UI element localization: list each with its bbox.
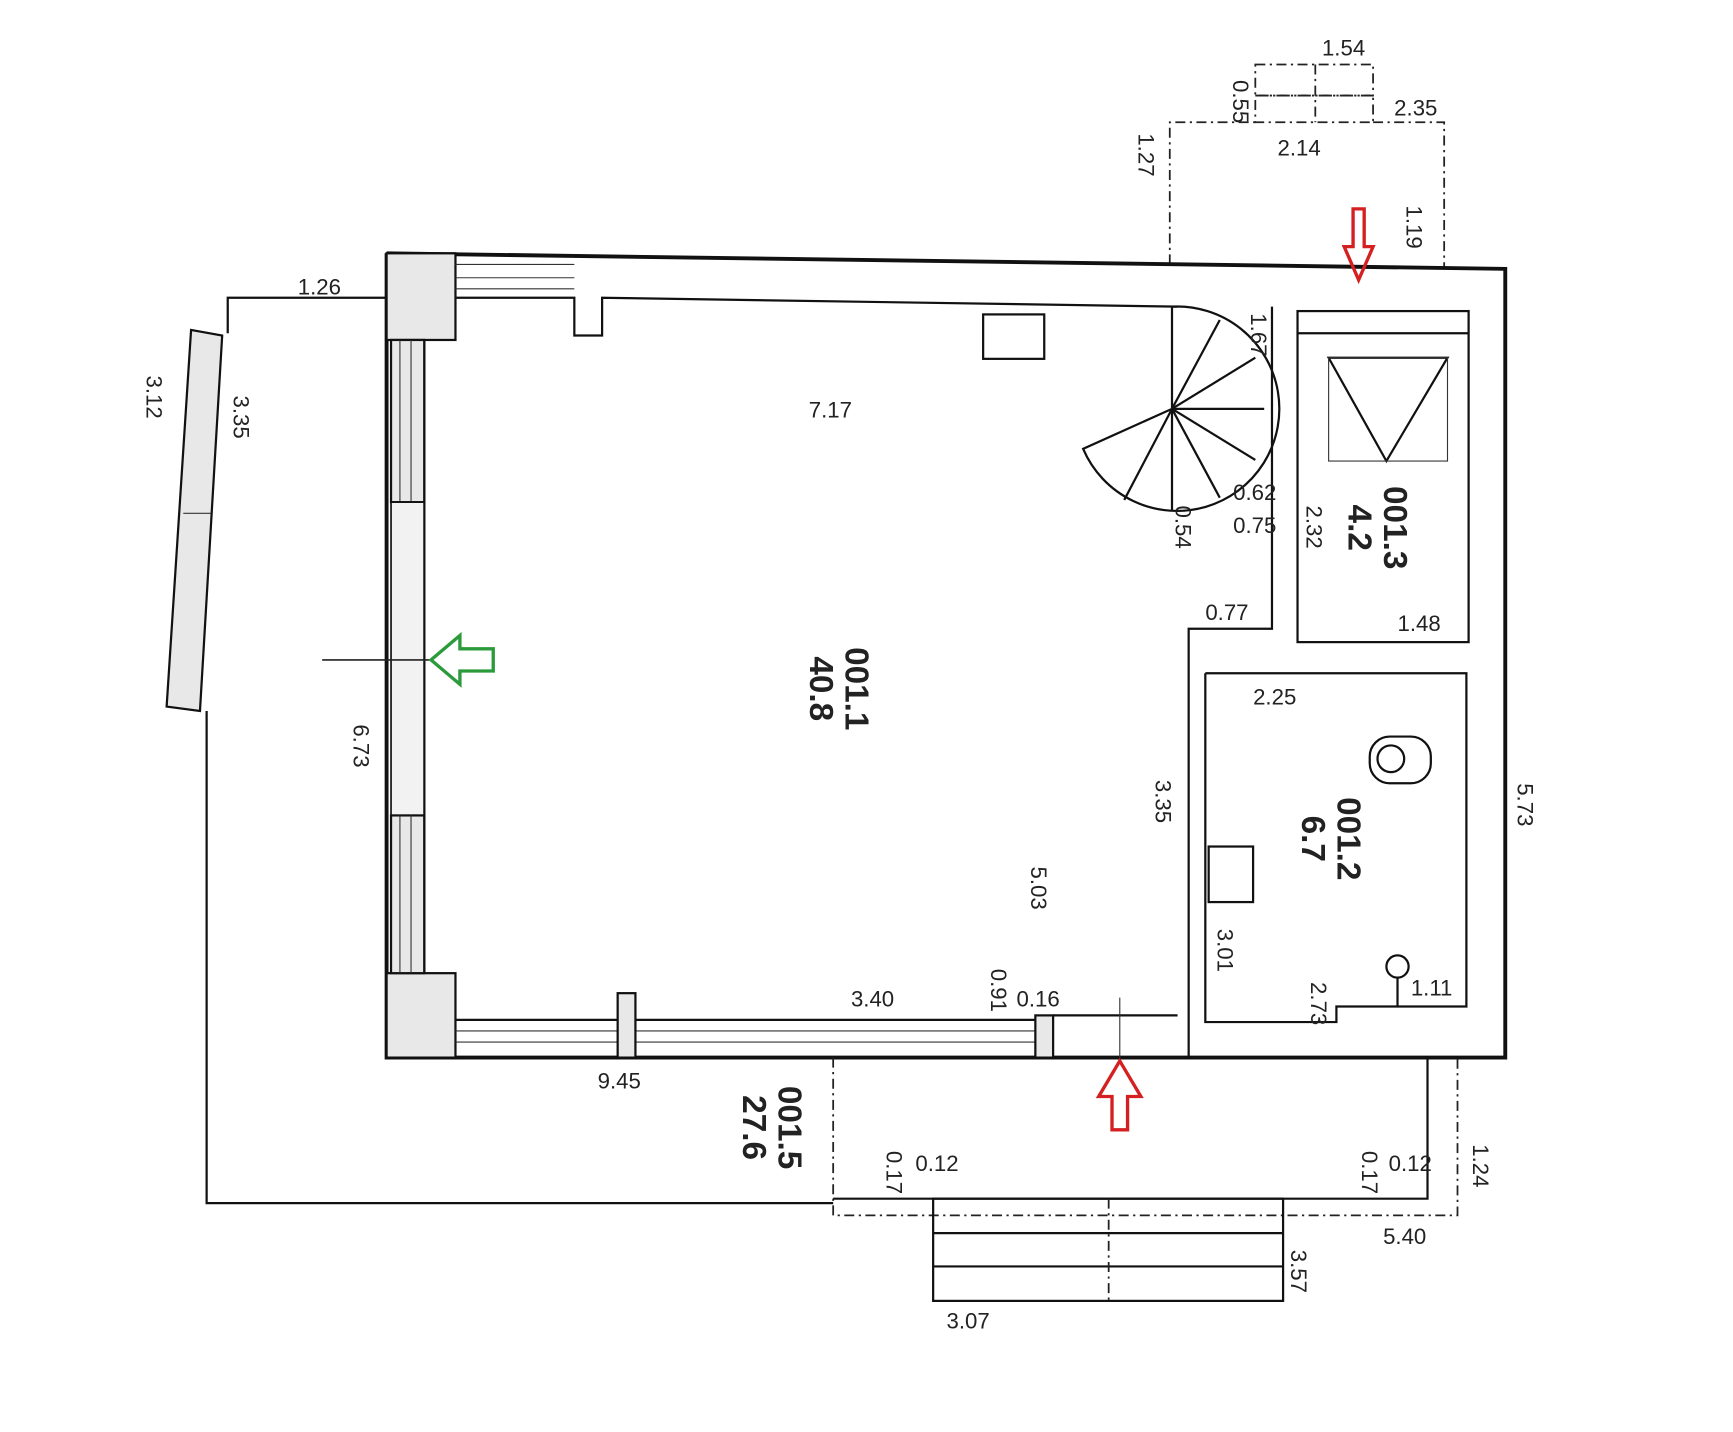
dim-label: 1.54 xyxy=(1322,36,1365,61)
dim-label: 6.73 xyxy=(348,724,373,767)
dim-label: 3.35 xyxy=(228,396,253,439)
dim-label: 0.91 xyxy=(986,969,1011,1012)
porch xyxy=(832,997,1459,1302)
dim-label: 2.14 xyxy=(1278,136,1321,161)
entrance-arrow-bottom xyxy=(1095,1057,1144,1132)
dim-label: 2.32 xyxy=(1301,505,1326,548)
dim-label: 0.17 xyxy=(881,1151,906,1194)
dim-label: 2.73 xyxy=(1306,982,1331,1025)
dim-label: 3.07 xyxy=(946,1309,989,1334)
dim-label: 0.12 xyxy=(1389,1151,1432,1176)
dim-label: 3.01 xyxy=(1213,929,1238,972)
dim-label: 1.24 xyxy=(1468,1144,1493,1187)
room-001-1-label: 001.1 40.8 xyxy=(802,647,875,730)
dim-label: 1.26 xyxy=(298,274,341,299)
top-annex xyxy=(1168,63,1446,267)
dim-label: 7.17 xyxy=(809,398,852,423)
room-area: 27.6 xyxy=(735,1095,772,1160)
dim-label: 0.12 xyxy=(915,1151,958,1176)
dim-label: 0.62 xyxy=(1233,480,1276,505)
dim-label: 5.40 xyxy=(1383,1224,1426,1249)
dim-label: 3.57 xyxy=(1286,1250,1311,1293)
spiral-staircase xyxy=(1081,305,1281,513)
entrance-arrow-top xyxy=(1341,207,1376,285)
room-area: 4.2 xyxy=(1341,505,1378,551)
dim-label: 0.54 xyxy=(1170,505,1195,548)
dim-label: 0.75 xyxy=(1233,513,1276,538)
dim-label: 0.16 xyxy=(1016,986,1059,1011)
main-walls xyxy=(384,251,1508,1060)
dim-label: 0.77 xyxy=(1205,600,1248,625)
room-number: 001.3 xyxy=(1376,486,1413,569)
dim-label: 3.40 xyxy=(851,986,894,1011)
dim-label: 2.35 xyxy=(1394,96,1437,121)
dim-label: 1.11 xyxy=(1411,975,1453,1000)
room-001-5-label: 001.5 27.6 xyxy=(735,1086,808,1169)
window-arrow xyxy=(322,631,495,688)
dim-label: 3.35 xyxy=(1150,780,1175,823)
dim-label: 0.17 xyxy=(1357,1151,1382,1194)
room-001-3-label: 001.3 4.2 xyxy=(1341,486,1414,569)
room-number: 001.1 xyxy=(837,647,874,730)
dim-label: 1.67 xyxy=(1246,313,1271,356)
room-001-2-label: 001.2 6.7 xyxy=(1294,797,1367,880)
fixture-box xyxy=(982,313,1046,360)
dim-label: 1.48 xyxy=(1398,611,1441,636)
dim-label: 2.25 xyxy=(1253,684,1296,709)
terrace-outline xyxy=(165,296,834,1205)
dim-label: 9.45 xyxy=(598,1069,641,1094)
dim-label: 3.12 xyxy=(142,376,167,419)
dim-label: 5.73 xyxy=(1512,783,1537,826)
room-area: 6.7 xyxy=(1294,816,1331,862)
room-number: 001.5 xyxy=(771,1086,808,1169)
dim-label: 1.19 xyxy=(1401,206,1426,249)
dim-label: 0.55 xyxy=(1228,80,1253,123)
room-area: 40.8 xyxy=(802,656,839,721)
dim-label: 5.03 xyxy=(1026,867,1051,910)
room-number: 001.2 xyxy=(1330,797,1367,880)
dim-label: 1.27 xyxy=(1134,133,1159,176)
dimension-labels: 1.54 0.55 2.35 2.14 1.27 1.19 1.26 3.12 … xyxy=(142,36,1538,1334)
